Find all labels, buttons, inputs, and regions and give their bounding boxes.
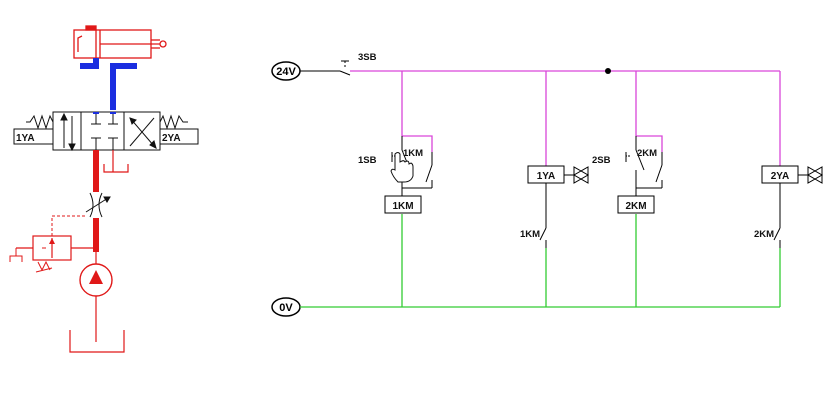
relay-contact-1-label: 1KM: [520, 229, 540, 240]
throttle-valve[interactable]: [85, 192, 111, 218]
directional-valve[interactable]: [13, 111, 199, 152]
supply-terminal-0v[interactable]: 0V: [271, 297, 301, 317]
spring-icon: [26, 114, 54, 130]
holding-contact-1-label: 1KM: [403, 148, 423, 159]
relay-coil-2km[interactable]: 2KM: [617, 195, 655, 214]
solenoid-coil-2-label: 2YA: [771, 171, 790, 182]
positive-rail: [350, 70, 781, 166]
solenoid-coil-1-label: 1YA: [537, 171, 556, 182]
solenoid-label-left: 1YA: [16, 133, 35, 144]
start-button-1-label: 1SB: [358, 155, 377, 166]
stop-button-label: 3SB: [358, 52, 377, 63]
junction-node: [605, 68, 611, 74]
relay-coil-1km[interactable]: 1KM: [384, 195, 422, 214]
start-button-2sb[interactable]: [625, 136, 645, 196]
relay-coil-2-label: 2KM: [625, 201, 646, 212]
zero-rail: [300, 214, 781, 308]
relay-contact-2-label: 2KM: [754, 229, 774, 240]
holding-contact-1km[interactable]: [402, 152, 433, 189]
solenoid-coil-2ya[interactable]: 2YA: [761, 165, 799, 184]
supply-positive-label: 24V: [276, 66, 296, 78]
supply-zero-label: 0V: [279, 302, 293, 314]
hand-pointer-icon: [390, 152, 414, 183]
solenoid-label-right: 2YA: [162, 133, 181, 144]
return-to-tank: [103, 150, 129, 173]
supply-terminal-24v[interactable]: 24V: [271, 61, 301, 81]
relief-valve[interactable]: [9, 215, 96, 273]
relay-contact-2km[interactable]: [773, 183, 781, 248]
hydraulic-cylinder[interactable]: [73, 25, 167, 59]
holding-contact-2-label: 2KM: [637, 148, 657, 159]
holding-contact-2km[interactable]: [636, 152, 663, 189]
valve-indicator-icon: [564, 166, 590, 184]
hydraulic-schematic: 1YA 2YA: [9, 25, 199, 353]
pump-icon[interactable]: [69, 263, 125, 353]
relay-coil-1-label: 1KM: [392, 201, 413, 212]
relay-contact-1km[interactable]: [539, 183, 547, 248]
cylinder-ports-lines: [80, 58, 137, 110]
valve-indicator-icon: [798, 166, 824, 184]
start-button-2-label: 2SB: [592, 155, 611, 166]
electrical-ladder: 24V 0V 3SB: [271, 52, 824, 317]
stop-button-3sb[interactable]: [300, 60, 351, 76]
solenoid-coil-1ya[interactable]: 1YA: [527, 165, 565, 184]
